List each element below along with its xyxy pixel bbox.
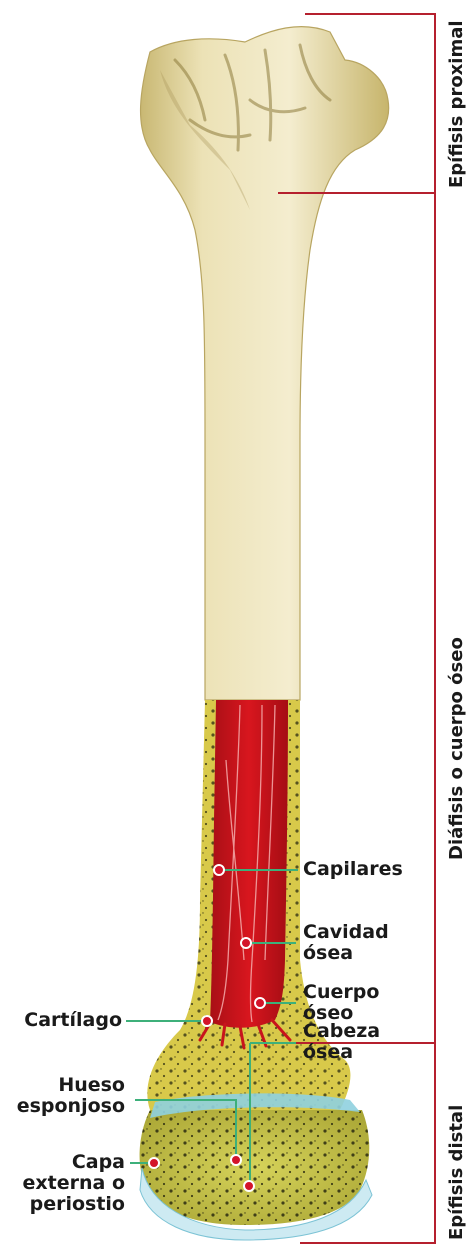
section-label-distal: Epífisis distal [446, 1105, 467, 1240]
section-label-proximal: Epífisis proximal [446, 20, 467, 188]
label-cabeza-line2: ósea [303, 1042, 353, 1063]
label-cavidad-line1: Cavidad [303, 922, 389, 943]
label-cartilago: Cartílago [10, 1010, 122, 1031]
dot-hueso [231, 1155, 241, 1165]
label-hueso-line2: esponjoso [10, 1096, 125, 1117]
label-capa-line1: Capa [10, 1152, 125, 1173]
medullary-cavity [210, 700, 288, 1028]
dot-capilares [214, 865, 224, 875]
label-capilares: Capilares [303, 859, 403, 880]
label-capa-line2: externa o [10, 1173, 125, 1194]
dot-cabeza [244, 1181, 254, 1191]
label-capa-line3: periostio [10, 1194, 125, 1215]
dot-capa [149, 1158, 159, 1168]
bone-shaft-upper [141, 27, 389, 700]
dot-cuerpo [255, 998, 265, 1008]
label-cavidad-line2: ósea [303, 943, 353, 964]
label-hueso-line1: Hueso [10, 1075, 125, 1096]
section-label-diaphysis: Diáfisis o cuerpo óseo [446, 637, 467, 860]
label-cuerpo-line1: Cuerpo [303, 982, 379, 1003]
dot-cartilago [202, 1016, 212, 1026]
distal-spongy-texture [140, 1110, 370, 1225]
label-cabeza-line1: Cabeza [303, 1021, 380, 1042]
dot-cavidad [241, 938, 251, 948]
